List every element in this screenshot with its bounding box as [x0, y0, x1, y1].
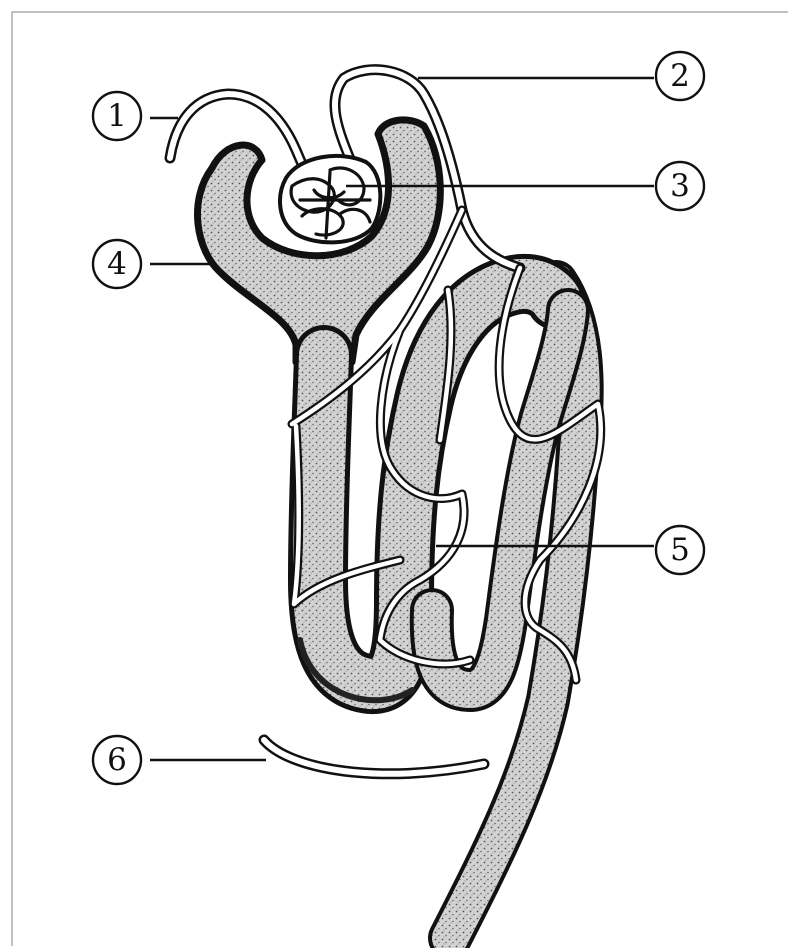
renal-tubule: [198, 120, 582, 938]
callout-1: 1: [93, 92, 141, 140]
callout-5: 5: [656, 526, 704, 574]
callout-label-3: 3: [670, 168, 690, 204]
callout-6: 6: [93, 736, 141, 784]
callout-label-2: 2: [670, 58, 690, 94]
callout-label-4: 4: [107, 246, 127, 282]
callout-4: 4: [93, 240, 141, 288]
callout-label-1: 1: [107, 98, 127, 134]
glomerulus: [280, 156, 380, 242]
callout-label-5: 5: [670, 532, 690, 568]
callout-label-6: 6: [107, 742, 127, 778]
callout-2: 2: [656, 52, 704, 100]
callout-3: 3: [656, 162, 704, 210]
